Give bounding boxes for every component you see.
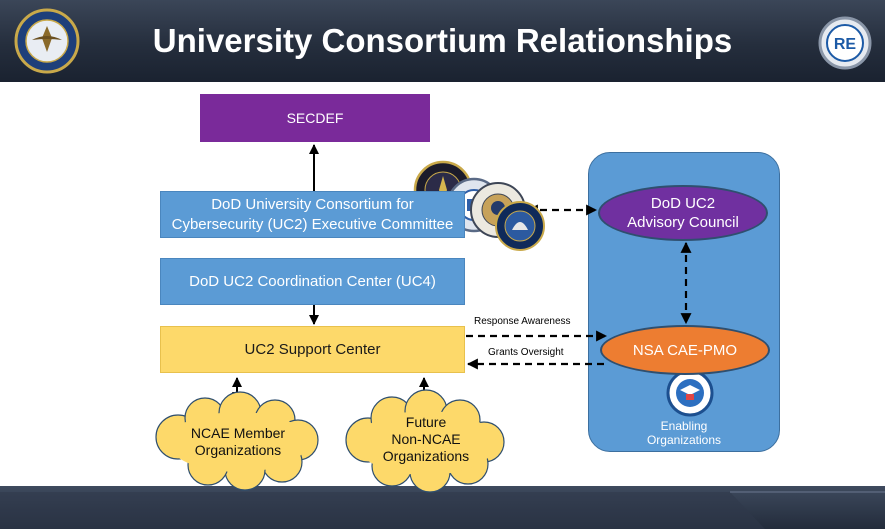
advisory-council-node: DoD UC2 Advisory Council (598, 185, 768, 241)
executive-committee-line1: DoD University Consortium for (211, 195, 414, 213)
enabling-organizations-label: Enabling Organizations (588, 419, 780, 447)
ncae-member-line1: NCAE Member (190, 425, 286, 441)
support-center-box: UC2 Support Center (160, 326, 465, 373)
advisory-council-line2: Advisory Council (627, 214, 739, 231)
executive-committee-box: DoD University Consortium for Cybersecur… (160, 191, 465, 238)
ncae-member-line2: Organizations (194, 442, 282, 458)
grants-oversight-label: Grants Oversight (488, 347, 564, 358)
header-banner: University Consortium Relationships RE (0, 0, 885, 82)
future-non-ncae-label: Future Non-NCAE Organizations (366, 414, 486, 465)
ncae-member-label: NCAE Member Organizations (178, 425, 298, 459)
page-title: University Consortium Relationships (152, 22, 733, 59)
footer-banner (0, 486, 885, 529)
enabling-line1: Enabling (660, 419, 708, 433)
re-logo-icon: RE (818, 16, 872, 70)
response-awareness-label: Response Awareness (474, 316, 571, 327)
future-non-ncae-line2: Non-NCAE (391, 431, 461, 447)
cyber-center-seal-icon (495, 201, 545, 251)
secdef-box: SECDEF (200, 94, 430, 142)
executive-committee-line2: Cybersecurity (UC2) Executive Committee (171, 215, 454, 233)
cae-seal-icon (666, 369, 714, 417)
future-non-ncae-line3: Organizations (382, 448, 470, 464)
advisory-council-line1: DoD UC2 (650, 195, 716, 212)
svg-text:RE: RE (834, 36, 857, 53)
dod-seal-icon (14, 8, 80, 74)
enabling-line2: Organizations (646, 433, 722, 447)
coordination-center-box: DoD UC2 Coordination Center (UC4) (160, 258, 465, 305)
future-non-ncae-line1: Future (405, 414, 447, 430)
nsa-cae-pmo-node: NSA CAE-PMO (600, 325, 770, 375)
